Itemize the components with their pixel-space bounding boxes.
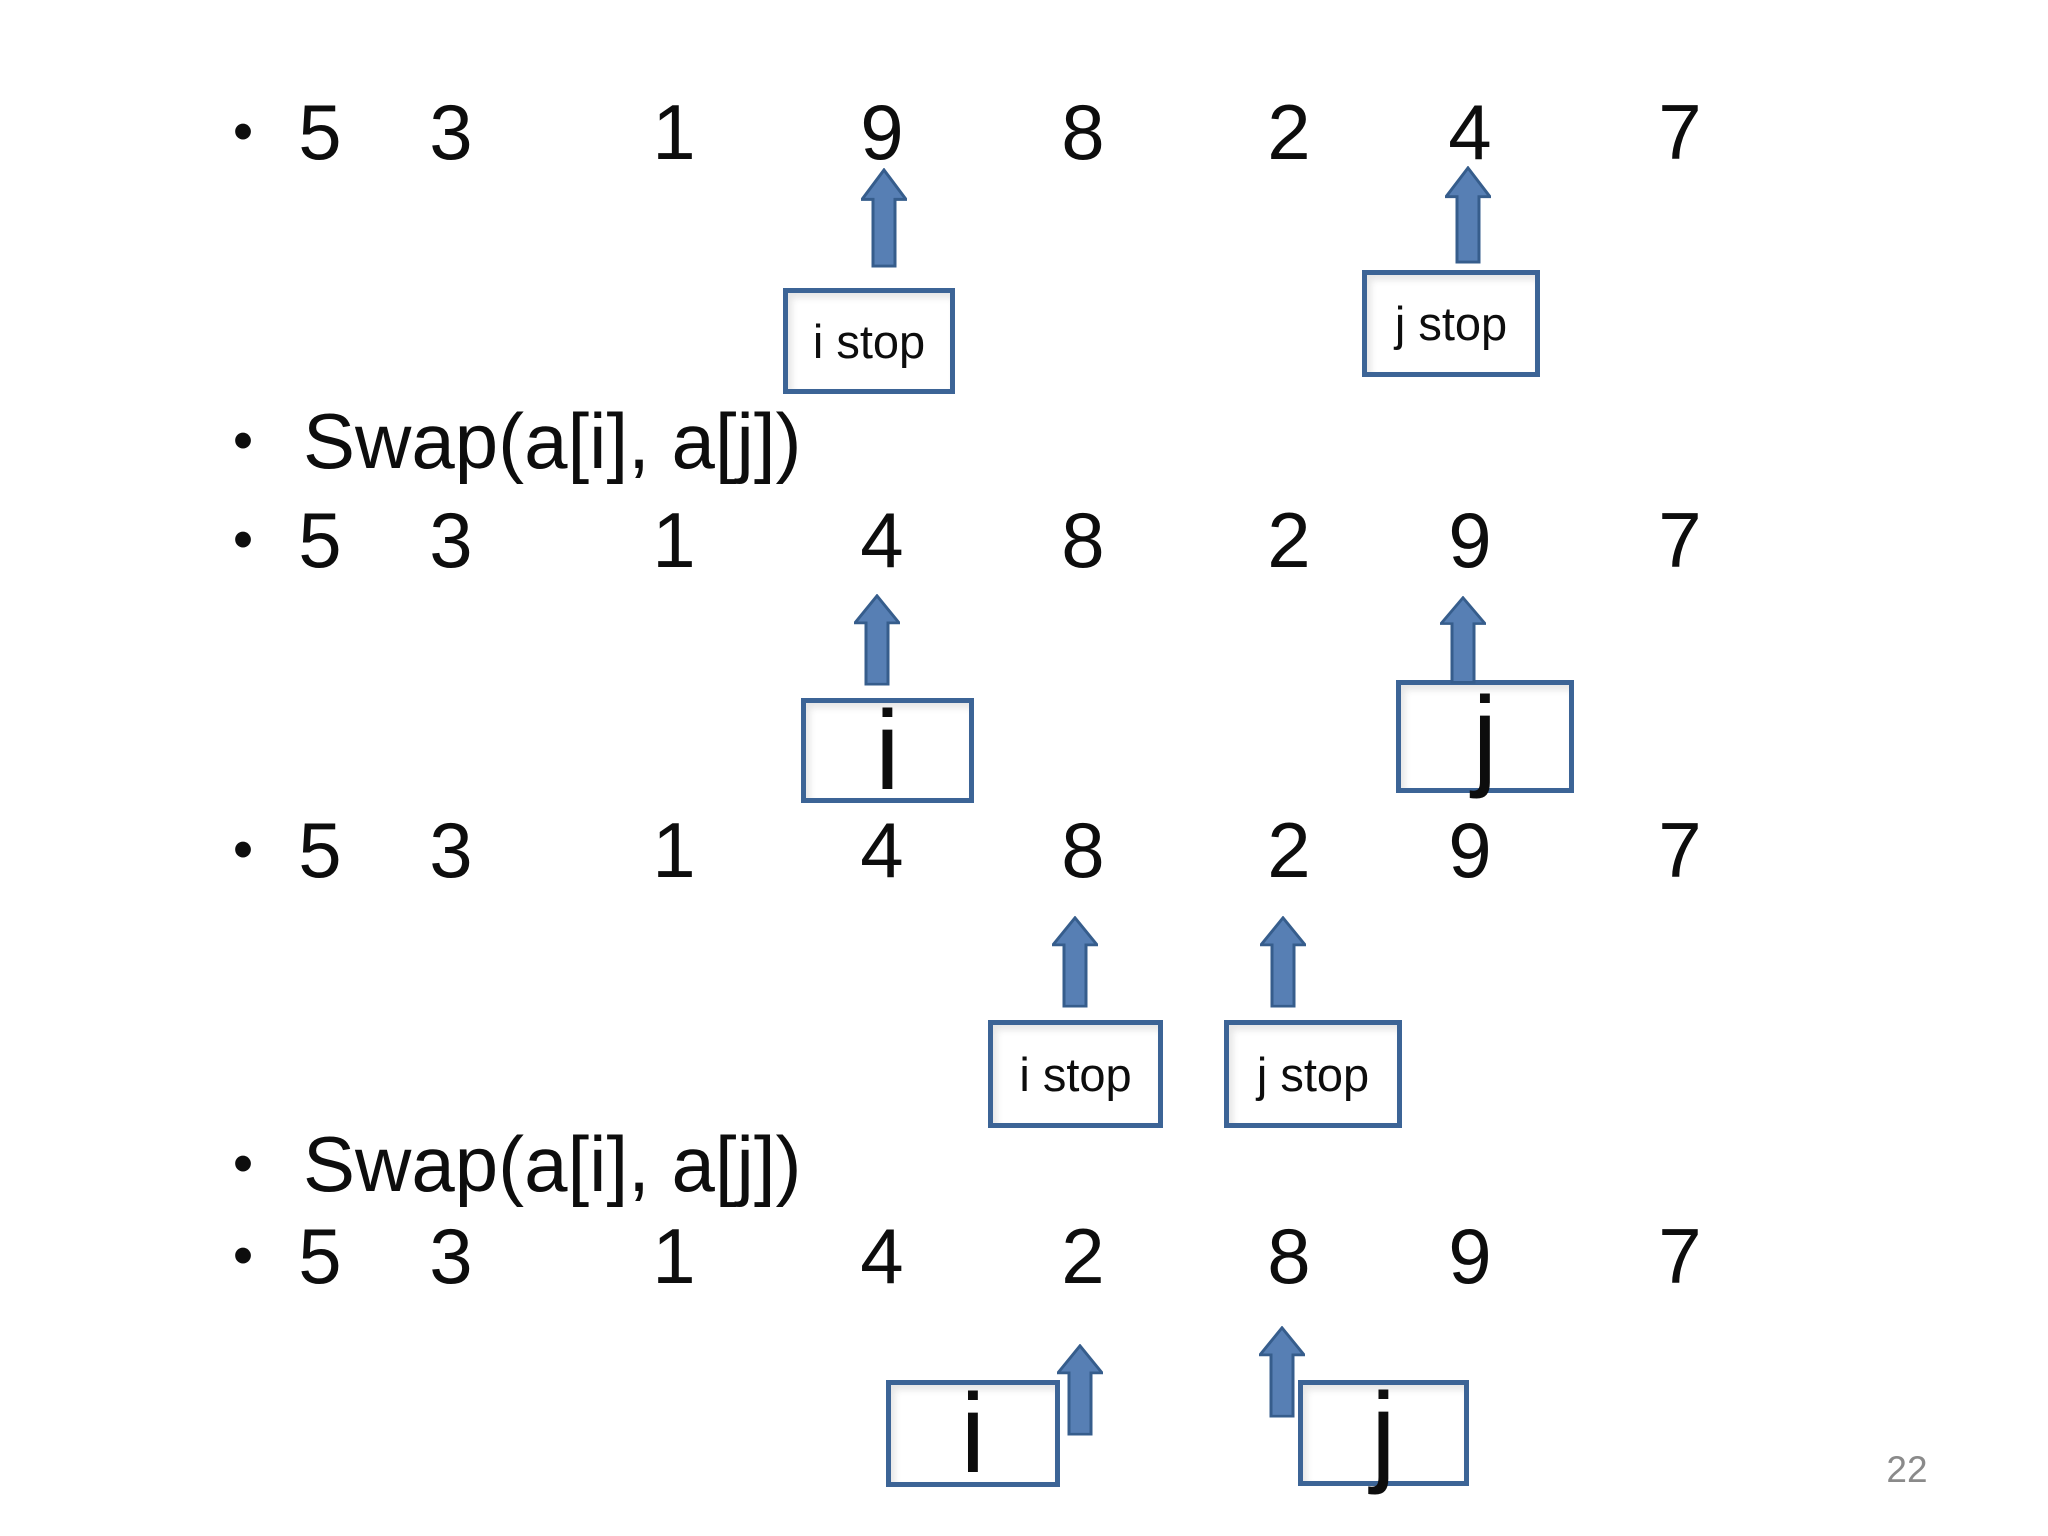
array-value: 4 xyxy=(1448,88,1492,176)
up-arrow-icon-row2-j xyxy=(1440,596,1486,684)
bullet-icon: • xyxy=(232,99,254,164)
pointer-box-row2-j: j xyxy=(1396,680,1574,793)
pointer-label: i xyxy=(875,687,900,813)
pointer-label: j xyxy=(1371,1370,1396,1495)
array-value: 4 xyxy=(860,1212,904,1300)
pointer-box-row4-j: j xyxy=(1298,1370,1469,1495)
array-value: 1 xyxy=(652,496,696,584)
up-arrow-icon-row4-i xyxy=(1057,1344,1103,1436)
array-value: 5 xyxy=(298,496,342,584)
array-value: 3 xyxy=(429,806,473,894)
swap-call-text: Swap(a[i], a[j]) xyxy=(303,397,802,485)
bullet-icon: • xyxy=(232,1223,254,1288)
up-arrow-icon-row1-j-stop xyxy=(1445,166,1491,264)
array-value: 7 xyxy=(1658,806,1702,894)
pointer-label: i xyxy=(960,1370,986,1496)
array-value: 7 xyxy=(1658,496,1702,584)
pointer-label: j xyxy=(1472,673,1498,799)
array-value: 2 xyxy=(1267,496,1311,584)
array-value: 1 xyxy=(652,88,696,176)
pointer-box-row1-j-stop: j stop xyxy=(1362,270,1540,377)
array-value: 7 xyxy=(1658,88,1702,176)
array-value: 8 xyxy=(1061,496,1105,584)
up-arrow-icon-row3-i-stop xyxy=(1052,916,1098,1008)
array-value: 5 xyxy=(298,88,342,176)
up-arrow-icon-row4-j xyxy=(1259,1326,1305,1418)
array-value: 4 xyxy=(860,496,904,584)
bullet-icon: • xyxy=(232,507,254,572)
array-value: 9 xyxy=(1448,1212,1492,1300)
array-value: 1 xyxy=(652,1212,696,1300)
page-number: 22 xyxy=(1886,1449,1928,1490)
array-value: 5 xyxy=(298,806,342,894)
array-value: 2 xyxy=(1267,806,1311,894)
up-arrow-icon-row3-j-stop xyxy=(1260,916,1306,1008)
up-arrow-icon-row1-i-stop xyxy=(861,168,907,268)
array-value: 8 xyxy=(1267,1212,1311,1300)
array-value: 1 xyxy=(652,806,696,894)
up-arrow-icon-row2-i xyxy=(854,594,900,686)
array-value: 2 xyxy=(1267,88,1311,176)
array-value: 9 xyxy=(1448,496,1492,584)
array-value: 8 xyxy=(1061,88,1105,176)
pointer-box-row2-i: i xyxy=(801,694,974,806)
pointer-label: j stop xyxy=(1394,297,1508,350)
array-value: 5 xyxy=(298,1212,342,1300)
pointer-box-row1-i-stop: i stop xyxy=(783,288,955,394)
pointer-box-row4-i: i xyxy=(886,1370,1060,1496)
pointer-label: j stop xyxy=(1256,1047,1370,1101)
array-value: 3 xyxy=(429,88,473,176)
bullet-icon: • xyxy=(232,817,254,882)
bullet-icon: • xyxy=(232,1131,254,1196)
pointer-box-row3-i-stop: i stop xyxy=(988,1020,1163,1128)
array-value: 7 xyxy=(1658,1212,1702,1300)
swap-call-text: Swap(a[i], a[j]) xyxy=(303,1120,802,1208)
array-value: 2 xyxy=(1061,1212,1105,1300)
array-value: 3 xyxy=(429,496,473,584)
array-value: 9 xyxy=(860,88,904,176)
array-value: 8 xyxy=(1061,806,1105,894)
pointer-label: i stop xyxy=(1019,1047,1132,1101)
pointer-box-row3-j-stop: j stop xyxy=(1224,1020,1402,1128)
pointer-label: i stop xyxy=(812,314,926,368)
array-value: 9 xyxy=(1448,806,1492,894)
array-value: 4 xyxy=(860,806,904,894)
bullet-icon: • xyxy=(232,408,254,473)
array-value: 3 xyxy=(429,1212,473,1300)
